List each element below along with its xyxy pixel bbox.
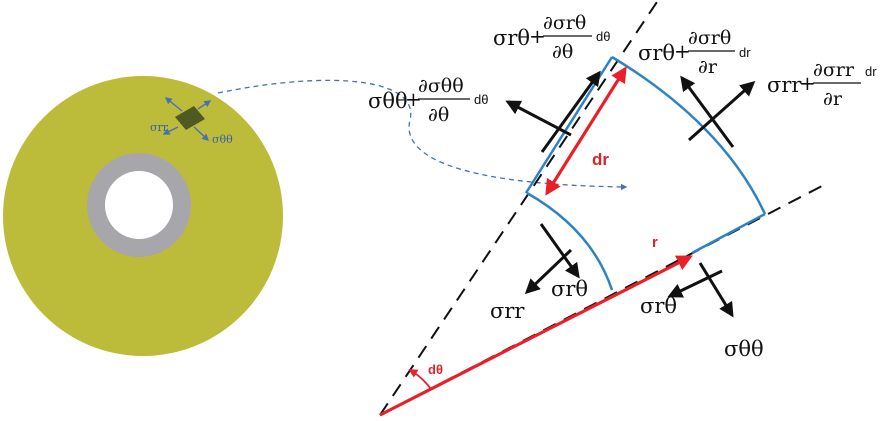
small-arrow-radial-out [164,97,183,112]
label-far-right-den: ∂r [823,88,843,110]
label-dr: dr [592,150,609,169]
label-top-center: σrθ + ∂σrθ ∂θ dθ [493,12,610,63]
center-hole [105,171,173,239]
label-top-center-num: ∂σrθ [543,12,586,34]
small-label-stt: σθθ [212,133,233,146]
dtheta-arc-arrow [408,369,432,390]
element-edge-outer-arc [611,55,767,215]
stress-arrows [505,70,756,318]
element-edge-inner-arc [526,191,614,291]
label-dtheta: dθ [428,362,443,377]
label-top-center-base: σrθ [493,26,530,50]
label-top-left: σθθ + ∂σθθ ∂θ dθ [368,75,488,126]
label-top-left-tail: dθ [474,92,488,107]
r-arrow [379,255,693,417]
arrow-right-shear [680,75,735,148]
small-arrow-radial-in [193,126,210,141]
label-bottom-right-stt: σθθ [724,337,764,361]
label-top-center-plus: + [529,24,546,48]
label-far-right: σrr + ∂σrr ∂r dr [767,59,877,110]
small-stress-element [175,106,205,130]
label-top-left-num: ∂σθθ [418,75,464,97]
small-arrow-hoop-left [162,126,179,135]
label-bottom-srr: σrr [490,299,525,323]
dr-arrow [545,66,627,196]
arrow-top-left-normal [505,100,572,137]
small-label-srr: σrr [150,121,169,134]
dashed-ray-left [379,1,658,416]
arrow-right-normal [688,81,756,142]
label-top-center-den: ∂θ [552,41,573,63]
disk-group: σrr σθθ [3,76,283,356]
label-far-right-tail: dr [865,64,877,79]
arrow-bottom-right-normal [698,262,734,318]
callout-dashed-curve [217,79,628,191]
label-far-right-base: σrr [767,73,802,97]
label-r: r [652,234,658,251]
label-far-right-num: ∂σrr [813,59,855,81]
label-top-left-base: σθθ [368,89,408,113]
label-top-left-den: ∂θ [428,104,449,126]
small-arrow-hoop-right [197,100,212,110]
label-top-right-num: ∂σrθ [688,27,731,49]
element-edge-right [691,212,766,255]
label-top-right-tail: dr [739,45,751,60]
arrow-top-left-shear [540,70,601,153]
label-top-center-tail: dθ [596,29,610,44]
label-top-right: σrθ + ∂σrθ ∂r dr [638,27,751,78]
label-top-right-base: σrθ [638,41,675,65]
element-edge-left [524,56,614,194]
label-bottom-right-srt: σrθ [640,294,677,318]
label-top-right-den: ∂r [698,56,718,78]
arrow-bottom-right-shear [667,269,723,298]
label-top-left-plus: + [405,87,422,111]
label-top-right-plus: + [674,39,691,63]
label-far-right-plus: + [799,71,816,95]
label-bottom-srt: σrθ [551,277,588,301]
arrow-bottom-left-shear [539,223,580,279]
